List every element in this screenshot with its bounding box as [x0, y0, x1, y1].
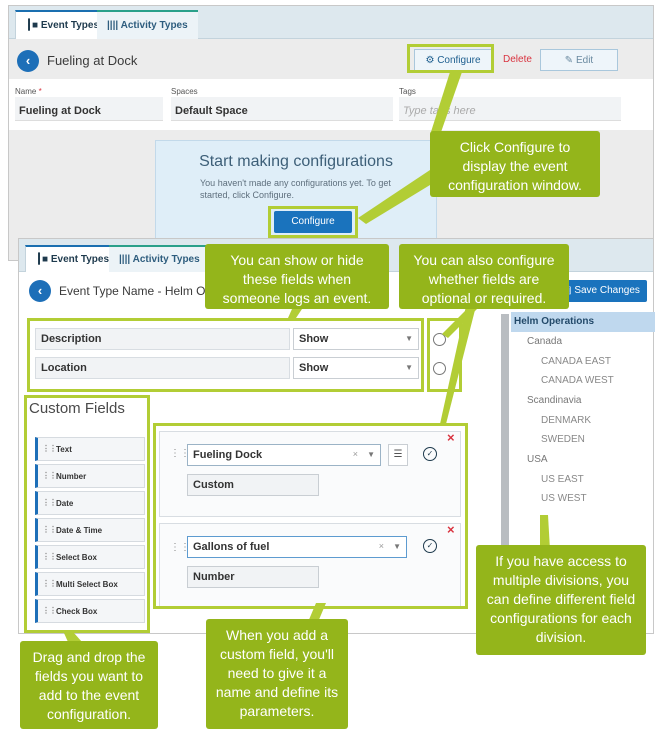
empty-state-heading: Start making configurations: [199, 153, 393, 170]
panel-divider[interactable]: [501, 314, 509, 634]
custom-fields-highlight: [153, 423, 468, 609]
back-button[interactable]: ‹: [17, 50, 39, 72]
callout-custom: When you add a custom field, you'll need…: [206, 619, 348, 729]
division-group[interactable]: Canada: [527, 336, 563, 347]
configure-button[interactable]: ⚙ Configure: [414, 49, 492, 71]
division-item[interactable]: DENMARK: [541, 415, 592, 426]
division-item[interactable]: US EAST: [541, 474, 584, 485]
custom-field-card: ⋮⋮ Fueling Dock × ▼ ☰ ✓ × Custom: [159, 430, 461, 517]
callout-optional: You can also configure whether fields ar…: [399, 244, 569, 309]
custom-field-type: Custom: [187, 474, 319, 496]
drag-handle-icon: ⋮⋮: [42, 606, 57, 615]
clear-icon[interactable]: ×: [378, 541, 384, 551]
drag-handle-icon: ⋮⋮: [42, 498, 57, 507]
callout-show-hide: You can show or hide these fields when s…: [205, 244, 389, 309]
division-item[interactable]: US WEST: [541, 493, 587, 504]
palette-select-box[interactable]: ⋮⋮Select Box: [35, 545, 145, 569]
connector-drag: [64, 633, 82, 642]
division-item[interactable]: SWEDEN: [541, 434, 585, 445]
drag-handle-icon: ⋮⋮: [42, 471, 57, 480]
page-title: Fueling at Dock: [47, 53, 138, 68]
delete-button[interactable]: Delete: [503, 54, 532, 65]
division-selected[interactable]: Helm Operations: [511, 312, 655, 332]
custom-field-type: Number: [187, 566, 319, 588]
standard-fields-highlight: [27, 318, 424, 392]
palette-check-box[interactable]: ⋮⋮Check Box: [35, 599, 145, 623]
name-value: Fueling at Dock: [15, 97, 163, 121]
custom-field-card: ⋮⋮ Gallons of fuel × ▼ ✓ × Number: [159, 522, 461, 609]
palette-date[interactable]: ⋮⋮Date: [35, 491, 145, 515]
tab-event-types-2[interactable]: ┃■ Event Types: [25, 245, 121, 272]
connector-show-hide: [288, 309, 302, 318]
division-group[interactable]: USA: [527, 454, 548, 465]
callout-divisions: If you have access to multiple divisions…: [476, 545, 646, 655]
callout-drag: Drag and drop the fields you want to add…: [20, 641, 158, 729]
tab-bar: ┃■ Event Types |||| Activity Types: [9, 6, 653, 39]
connector-custom: [308, 603, 326, 622]
custom-field-name-input[interactable]: Fueling Dock × ▼: [187, 444, 381, 466]
drag-handle-icon: ⋮⋮: [42, 525, 57, 534]
connector-optional-custom: [440, 306, 476, 424]
location-field: Location: [35, 357, 290, 379]
pencil-icon: ✎: [564, 55, 576, 66]
spaces-label: Spaces: [171, 87, 198, 96]
palette-text[interactable]: ⋮⋮Text: [35, 437, 145, 461]
chevron-down-icon: ▼: [405, 363, 413, 372]
custom-field-name-input[interactable]: Gallons of fuel × ▼: [187, 536, 407, 558]
barcode-icon: ||||: [107, 20, 121, 31]
description-required-radio[interactable]: [433, 333, 446, 346]
description-field: Description: [35, 328, 290, 350]
list-options-icon[interactable]: ☰: [388, 444, 408, 466]
name-label: Name *: [15, 87, 42, 96]
tab-activity-types[interactable]: |||| Activity Types: [97, 10, 198, 39]
empty-state-configure-button[interactable]: Configure: [274, 211, 352, 233]
palette-multi-select-box[interactable]: ⋮⋮Multi Select Box: [35, 572, 145, 596]
flag-icon: ┃■: [36, 254, 51, 265]
chevron-down-icon: ▼: [393, 542, 401, 551]
division-item[interactable]: CANADA WEST: [541, 375, 614, 386]
division-group[interactable]: Scandinavia: [527, 395, 582, 406]
barcode-icon: ||||: [119, 254, 133, 265]
spaces-value: Default Space: [171, 97, 393, 121]
drag-handle-icon: ⋮⋮: [42, 444, 57, 453]
custom-fields-heading: Custom Fields: [29, 400, 125, 417]
chevron-down-icon: ▼: [405, 334, 413, 343]
description-visibility-select[interactable]: Show▼: [293, 328, 419, 350]
drag-handle-icon[interactable]: ⋮⋮: [170, 448, 190, 459]
tags-label: Tags: [399, 87, 416, 96]
drag-handle-icon[interactable]: ⋮⋮: [170, 542, 190, 553]
connector-divisions: [540, 515, 550, 550]
location-required-radio[interactable]: [433, 362, 446, 375]
empty-state-text: You haven't made any configurations yet.…: [200, 178, 391, 200]
chevron-down-icon: ▼: [367, 450, 375, 459]
callout-configure: Click Configure to display the event con…: [430, 131, 600, 197]
delete-field-icon[interactable]: ×: [447, 522, 455, 537]
palette-highlight: [24, 395, 150, 633]
back-button-2[interactable]: ‹: [29, 280, 51, 302]
palette-number[interactable]: ⋮⋮Number: [35, 464, 145, 488]
drag-handle-icon: ⋮⋮: [42, 579, 57, 588]
tab-activity-types-2[interactable]: |||| Activity Types: [109, 245, 210, 272]
connector-configure: [430, 72, 462, 135]
location-visibility-select[interactable]: Show▼: [293, 357, 419, 379]
connector-empty-configure: [358, 170, 430, 224]
flag-icon: ┃■: [26, 20, 41, 31]
delete-field-icon[interactable]: ×: [447, 430, 455, 445]
edit-button[interactable]: ✎ Edit: [540, 49, 618, 71]
check-circle-icon[interactable]: ✓: [423, 539, 437, 553]
event-types-window: ┃■ Event Types |||| Activity Types ‹ Fue…: [8, 5, 654, 261]
configure-highlight: [407, 44, 494, 73]
empty-configure-highlight: [268, 206, 358, 238]
check-circle-icon[interactable]: ✓: [423, 447, 437, 461]
clear-icon[interactable]: ×: [352, 449, 358, 459]
division-item[interactable]: CANADA EAST: [541, 356, 612, 367]
palette-date-time[interactable]: ⋮⋮Date & Time: [35, 518, 145, 542]
gear-icon: ⚙: [425, 55, 438, 66]
event-type-title: Event Type Name - Helm Op: [59, 284, 213, 298]
drag-handle-icon: ⋮⋮: [42, 552, 57, 561]
